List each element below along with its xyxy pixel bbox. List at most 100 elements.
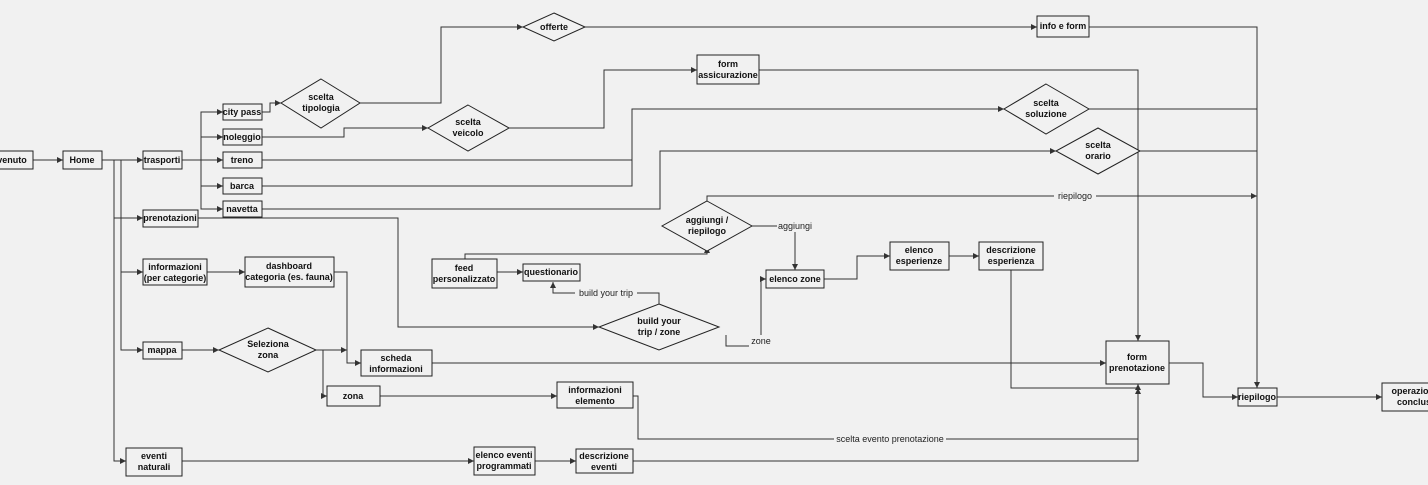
svg-text:veicolo: veicolo: [452, 128, 484, 138]
svg-text:navetta: navetta: [226, 204, 259, 214]
edge-dashboard-scheda: [334, 271, 361, 366]
node-build-your-trip[interactable]: build your trip / zone: [597, 303, 721, 351]
svg-text:elemento: elemento: [575, 396, 615, 406]
svg-text:eventi: eventi: [591, 462, 617, 472]
edge-elencozone-esperienze: [824, 253, 890, 280]
svg-text:tipologia: tipologia: [302, 103, 340, 113]
svg-text:scelta: scelta: [1085, 140, 1112, 150]
svg-text:scelta: scelta: [1033, 98, 1060, 108]
node-feed-personalizzato[interactable]: feed personalizzato: [431, 258, 498, 289]
edge-navetta-orario: [262, 148, 1056, 210]
svg-text:zona: zona: [258, 350, 279, 360]
edge-home-eventi: [113, 218, 126, 464]
edge-label-zone: zone: [749, 335, 773, 347]
node-treno[interactable]: treno: [222, 151, 263, 169]
node-dashboard-categoria[interactable]: dashboard categoria (es. fauna): [244, 256, 335, 288]
node-home[interactable]: Home: [62, 150, 103, 170]
node-riepilogo[interactable]: riepilogo: [1237, 387, 1278, 407]
node-descrizione-esperienza[interactable]: descrizione esperienza: [978, 241, 1044, 271]
svg-text:aggiungi /: aggiungi /: [686, 215, 729, 225]
svg-text:esperienze: esperienze: [896, 256, 943, 266]
node-noleggio[interactable]: noleggio: [222, 128, 263, 146]
node-operazione-conclusa[interactable]: operazio conclus: [1381, 382, 1428, 412]
svg-text:orario: orario: [1085, 151, 1111, 161]
svg-text:mappa: mappa: [147, 345, 177, 355]
svg-text:elenco eventi: elenco eventi: [475, 450, 532, 460]
node-benvenuto[interactable]: venuto: [0, 150, 34, 170]
edge-label-aggiungi: aggiungi: [777, 220, 813, 232]
node-trasporti[interactable]: trasporti: [142, 150, 183, 170]
node-info-e-form[interactable]: info e form: [1036, 15, 1090, 38]
node-scelta-soluzione[interactable]: scelta soluzione: [1003, 83, 1090, 135]
node-form-assicurazione[interactable]: form assicurazione: [696, 54, 760, 85]
svg-text:info e form: info e form: [1040, 21, 1087, 31]
node-elenco-zone[interactable]: elenco zone: [765, 269, 825, 289]
svg-text:feed: feed: [455, 263, 474, 273]
node-mappa[interactable]: mappa: [142, 341, 183, 360]
edge-feed-aggiungi: [464, 247, 710, 259]
svg-text:prenotazioni: prenotazioni: [143, 213, 197, 223]
node-elenco-eventi-programmati[interactable]: elenco eventi programmati: [473, 446, 536, 476]
edge-label-scelta-evento-prenotazione: scelta evento prenotazione: [834, 433, 946, 445]
svg-text:riepilogo: riepilogo: [1238, 392, 1277, 402]
node-city-pass[interactable]: city pass: [222, 103, 263, 121]
edge-noleggio-veicolo: [262, 125, 428, 138]
svg-text:informazioni: informazioni: [369, 364, 423, 374]
node-informazioni-elemento[interactable]: informazioni elemento: [556, 381, 634, 409]
edge-prenotazioni-buildtrip: [198, 217, 599, 330]
node-prenotazioni[interactable]: prenotazioni: [142, 209, 199, 228]
svg-text:offerte: offerte: [540, 22, 568, 32]
svg-text:Seleziona: Seleziona: [247, 339, 290, 349]
svg-text:city pass: city pass: [223, 107, 262, 117]
edge-trasporti-navetta: [200, 186, 223, 212]
node-scheda-informazioni[interactable]: scheda informazioni: [360, 349, 433, 377]
svg-text:zona: zona: [343, 391, 364, 401]
node-seleziona-zona[interactable]: Seleziona zona: [217, 327, 318, 373]
edge-home-prenotazioni: [113, 160, 143, 221]
svg-text:build your trip: build your trip: [579, 288, 633, 298]
edge-treno-soluzione: [262, 106, 1004, 161]
node-eventi-naturali[interactable]: eventi naturali: [125, 447, 183, 477]
svg-text:trasporti: trasporti: [144, 155, 181, 165]
edge-infoelemento-formprenotazione: [633, 388, 1141, 440]
svg-text:personalizzato: personalizzato: [433, 274, 496, 284]
svg-text:Home: Home: [69, 155, 94, 165]
svg-text:(per categorie): (per categorie): [144, 273, 207, 283]
edge-aggiungi-riepilogo: [706, 193, 1257, 201]
node-barca[interactable]: barca: [222, 177, 263, 195]
node-offerte[interactable]: offerte: [521, 12, 587, 42]
node-elenco-esperienze[interactable]: elenco esperienze: [889, 241, 950, 271]
node-scelta-veicolo[interactable]: scelta veicolo: [426, 104, 511, 152]
svg-text:descrizione: descrizione: [579, 451, 629, 461]
edge-assicurazione-formprenotazione: [759, 69, 1141, 341]
svg-text:scelta evento prenotazione: scelta evento prenotazione: [836, 434, 944, 444]
node-questionario[interactable]: questionario: [522, 263, 581, 282]
svg-text:descrizione: descrizione: [986, 245, 1036, 255]
svg-text:treno: treno: [231, 155, 254, 165]
edge-trasporti-citypass: [182, 109, 223, 161]
edge-descrizione-formprenotazione: [1010, 269, 1141, 390]
node-aggiungi-riepilogo[interactable]: aggiungi / riepilogo: [660, 200, 754, 252]
svg-text:informazioni: informazioni: [148, 262, 202, 272]
svg-text:trip / zone: trip / zone: [638, 327, 681, 337]
svg-text:soluzione: soluzione: [1025, 109, 1067, 119]
svg-text:conclus: conclus: [1397, 397, 1428, 407]
svg-text:aggiungi: aggiungi: [778, 221, 812, 231]
svg-text:eventi: eventi: [141, 451, 167, 461]
node-scelta-tipologia[interactable]: scelta tipologia: [280, 78, 361, 129]
node-informazioni[interactable]: informazioni (per categorie): [142, 258, 208, 286]
edge-descrizioneeventi-formprenotazione: [633, 439, 1139, 462]
edge-infoform-riepilogo: [1089, 26, 1260, 388]
node-zona[interactable]: zona: [326, 385, 381, 407]
node-navetta[interactable]: navetta: [222, 200, 263, 218]
edge-formprenotazione-riepilogo: [1169, 362, 1238, 400]
svg-text:operazio: operazio: [1391, 386, 1428, 396]
node-scelta-orario[interactable]: scelta orario: [1054, 127, 1142, 175]
svg-text:scelta: scelta: [455, 117, 482, 127]
node-form-prenotazione[interactable]: form prenotazione: [1105, 340, 1170, 385]
edge-barca-soluzione: [262, 160, 633, 187]
node-descrizione-eventi[interactable]: descrizione eventi: [575, 448, 634, 474]
edge-veicolo-assicurazione: [509, 67, 697, 129]
svg-text:programmati: programmati: [476, 461, 531, 471]
